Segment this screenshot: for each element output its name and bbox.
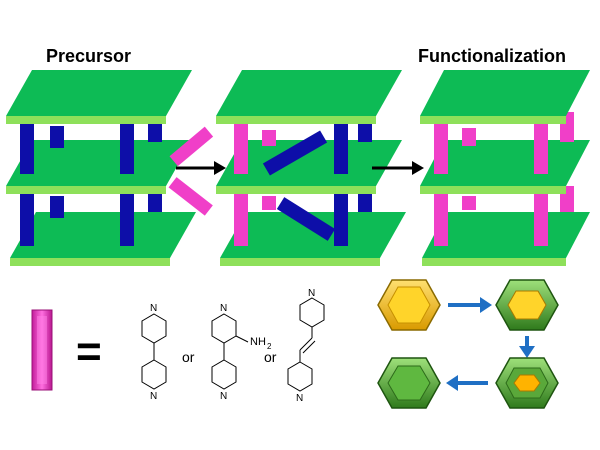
pillar-pink <box>434 192 448 246</box>
layer-bottom-edge <box>220 258 380 266</box>
pillar-blue <box>120 118 134 174</box>
pillar-blue <box>334 118 348 174</box>
pyridine-ring-icon <box>141 359 167 390</box>
atom-label: N <box>220 391 227 402</box>
hexagon-crystal-icon <box>495 357 559 409</box>
atom-label: N <box>150 303 157 314</box>
pillar-blue <box>334 192 348 246</box>
linker-blue-released <box>276 197 336 241</box>
layer-bottom-edge <box>10 258 170 266</box>
title-precursor: Precursor <box>46 46 131 66</box>
title-functionalization: Functionalization <box>418 46 566 66</box>
pillar-pink <box>534 118 548 174</box>
pillar-pink <box>234 118 248 174</box>
pyridine-ring-icon <box>299 297 325 328</box>
hexagon-crystal-icon <box>377 357 441 409</box>
equals-sign: = <box>76 327 102 376</box>
layer-top <box>420 70 590 116</box>
pillar-blue <box>50 126 64 148</box>
layer-middle <box>216 140 402 186</box>
linker-legend: = <box>31 309 102 391</box>
pillar-blue <box>120 192 134 246</box>
layer-top-edge <box>6 116 166 124</box>
pillar-pink <box>462 196 476 210</box>
layer-top <box>6 70 192 116</box>
linker-blue-released <box>262 130 328 176</box>
pillar-pink <box>434 118 448 174</box>
pillar-blue <box>20 192 34 246</box>
linker-pink-loose <box>168 177 213 216</box>
pillar-pink <box>462 128 476 146</box>
layer-top <box>216 70 402 116</box>
amine-label: NH <box>250 336 266 348</box>
hexagon-crystal-icon <box>377 279 441 331</box>
hexagon-crystal-icon <box>495 279 559 331</box>
layer-bottom <box>10 212 196 258</box>
atom-label: N <box>220 303 227 314</box>
amine-subscript: 2 <box>267 342 272 351</box>
layer-top-edge <box>420 116 566 124</box>
transform-arrow-icon <box>446 375 488 391</box>
stage-arrow-icon <box>372 161 424 175</box>
pyridine-ring-icon <box>211 359 237 390</box>
atom-label: N <box>308 288 315 299</box>
layer-middle <box>6 140 192 186</box>
framework-functionalized <box>420 70 590 266</box>
framework-precursor <box>6 70 196 266</box>
pillar-pink <box>234 192 248 246</box>
transform-arrow-icon <box>448 297 492 313</box>
layer-middle-edge <box>6 186 166 194</box>
atom-label: N <box>296 393 303 404</box>
pyridine-ring-icon <box>287 361 313 392</box>
pillar-blue <box>50 196 64 218</box>
or-label: or <box>182 349 195 365</box>
atom-label: N <box>150 391 157 402</box>
pillar-pink <box>262 130 276 146</box>
ligand-aminobipyridine: N N <box>211 303 249 402</box>
layer-top-edge <box>216 116 376 124</box>
layer-middle-edge <box>216 186 376 194</box>
pillar-pink <box>262 196 276 210</box>
pillar-blue <box>20 118 34 174</box>
or-label: or <box>264 349 277 365</box>
layer-middle-edge <box>420 186 566 194</box>
ligand-bipyridine: N N <box>141 303 167 402</box>
pyridine-ring-icon <box>141 313 167 344</box>
linker-pink-loose <box>169 126 214 167</box>
transform-arrow-icon <box>519 336 535 358</box>
layer-bottom <box>220 212 406 258</box>
pillar-pink <box>534 192 548 246</box>
pyridine-ring-icon <box>211 313 237 344</box>
layer-bottom-edge <box>422 258 566 266</box>
ligand-bpe: N N <box>287 288 325 404</box>
framework-exchange <box>216 70 406 266</box>
stage-arrow-icon <box>176 161 226 175</box>
